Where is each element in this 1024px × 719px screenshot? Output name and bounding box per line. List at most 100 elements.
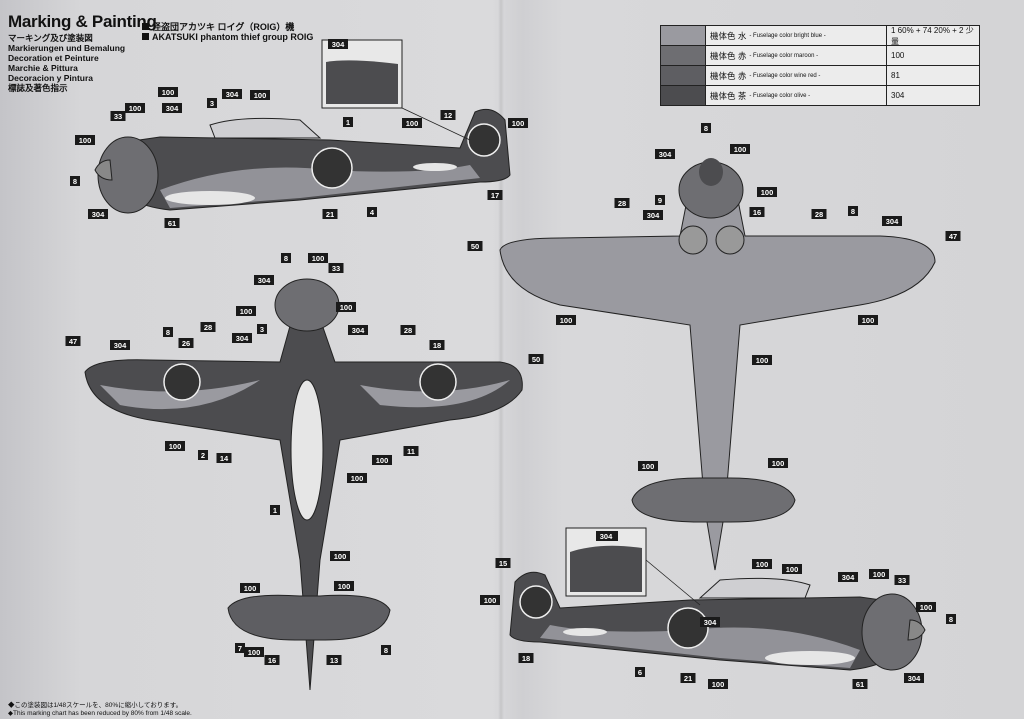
legend-paint-code: 81	[891, 71, 900, 80]
callout-label: 7	[238, 644, 242, 653]
lang-title-de: Markierungen und Bemalung	[8, 43, 126, 53]
callout-label: 100	[761, 188, 774, 197]
callout-box	[343, 117, 353, 127]
callout-label: 28	[204, 323, 212, 332]
callout-box	[334, 581, 354, 591]
callout-label: 33	[898, 576, 906, 585]
inset-fill-bottom	[570, 545, 642, 592]
callout-box	[336, 302, 356, 312]
callout-label: 8	[73, 177, 77, 186]
callout-box	[244, 647, 264, 657]
legend-row: 機体色 赤- Fuselage color wine red - 81	[661, 66, 979, 86]
wing-stripe-left	[413, 163, 457, 171]
wing-stripe-right	[563, 628, 607, 636]
callout-box	[768, 458, 788, 468]
bottom-view	[499, 158, 936, 571]
legend-name-text: 機体色 赤	[710, 70, 747, 81]
callout-label: 100	[338, 582, 351, 591]
callout-box	[240, 583, 260, 593]
callout-label: 15	[499, 559, 507, 568]
color-legend-table: 機体色 水- Fuselage color bright blue -1 60%…	[660, 25, 980, 106]
callout-label: 26	[182, 339, 190, 348]
callout-box	[216, 453, 232, 463]
wing-fuselage-bottom	[499, 167, 936, 571]
callout-box	[254, 275, 274, 285]
callout-box	[367, 207, 377, 217]
callout-box	[110, 340, 130, 350]
callout-box	[752, 559, 772, 569]
callout-box	[838, 572, 858, 582]
callout-box	[70, 176, 80, 186]
subtitle-jp-text: 怪盗団アカツキ ロイグ（ROIG）機	[152, 22, 295, 32]
callout-label: 2	[201, 451, 205, 460]
callout-label: 16	[268, 656, 276, 665]
callout-label: 304	[92, 210, 105, 219]
inset-fill-top	[326, 60, 398, 104]
callout-box	[638, 461, 658, 471]
bullet-square-icon	[142, 33, 149, 40]
spinner-bottom	[699, 158, 723, 186]
callout-box	[782, 564, 802, 574]
callout-label: 8	[851, 207, 855, 216]
legend-swatch	[661, 46, 706, 65]
callout-box	[75, 135, 95, 145]
callout-box	[125, 103, 145, 113]
radiator-bottom-right	[715, 225, 745, 255]
callout-box	[400, 325, 416, 335]
callout-box	[858, 315, 878, 325]
cowling-top	[274, 278, 340, 332]
callout-box	[200, 322, 216, 332]
callout-label: 100	[560, 316, 573, 325]
callout-label: 100	[79, 136, 92, 145]
callout-box	[480, 595, 500, 605]
callout-box	[198, 450, 208, 460]
callout-box	[655, 149, 675, 159]
callout-label: 21	[326, 210, 334, 219]
footnote-jp: ◆この塗装図は1/48スケールを、80%に縮小しております。	[8, 702, 183, 709]
callout-box	[700, 617, 720, 627]
legend-color-name: 機体色 赤- Fuselage color maroon -	[706, 46, 887, 65]
spinner-right	[907, 619, 926, 641]
side-view-left	[94, 108, 511, 214]
callout-box	[945, 231, 961, 241]
callout-label: 28	[404, 326, 412, 335]
wing-underside-right	[765, 651, 855, 665]
callout-label: 100	[772, 459, 785, 468]
callout-label: 304	[332, 40, 345, 49]
callout-label: 28	[618, 199, 626, 208]
emblem-fuselage-right	[667, 607, 709, 649]
callout-label: 33	[332, 264, 340, 273]
callout-label: 8	[284, 254, 288, 263]
callout-box	[328, 263, 344, 273]
callout-label: 8	[949, 615, 953, 624]
callout-box	[556, 315, 576, 325]
subtitle-en-text: AKATSUKI phantom thief group ROIG	[152, 32, 314, 42]
callout-box	[518, 653, 534, 663]
callout-box	[946, 614, 956, 624]
callout-label: 33	[114, 112, 122, 121]
callout-box	[232, 333, 252, 343]
callout-box	[178, 338, 194, 348]
callout-label: 3	[210, 99, 214, 108]
callout-box	[88, 209, 108, 219]
callout-label: 100	[756, 560, 769, 569]
legend-desc-text: - Fuselage color olive -	[749, 92, 811, 99]
callout-label: 304	[258, 276, 271, 285]
callout-label: 304	[647, 211, 660, 220]
callout-label: 304	[842, 573, 855, 582]
callout-box	[643, 210, 663, 220]
callout-label: 100	[162, 88, 175, 97]
callout-label: 61	[168, 219, 176, 228]
callout-label: 304	[600, 532, 613, 541]
emblem-wing-right-top	[419, 363, 457, 401]
spinner-left	[94, 159, 113, 181]
callout-label: 21	[684, 674, 692, 683]
legend-color-name: 機体色 赤- Fuselage color wine red -	[706, 66, 887, 85]
callout-label: 304	[908, 674, 921, 683]
callout-label: 47	[69, 337, 77, 346]
emblem-tail-right	[519, 585, 553, 619]
page-fold	[498, 0, 504, 719]
callout-label: 100	[312, 254, 325, 263]
callout-box	[326, 655, 342, 665]
